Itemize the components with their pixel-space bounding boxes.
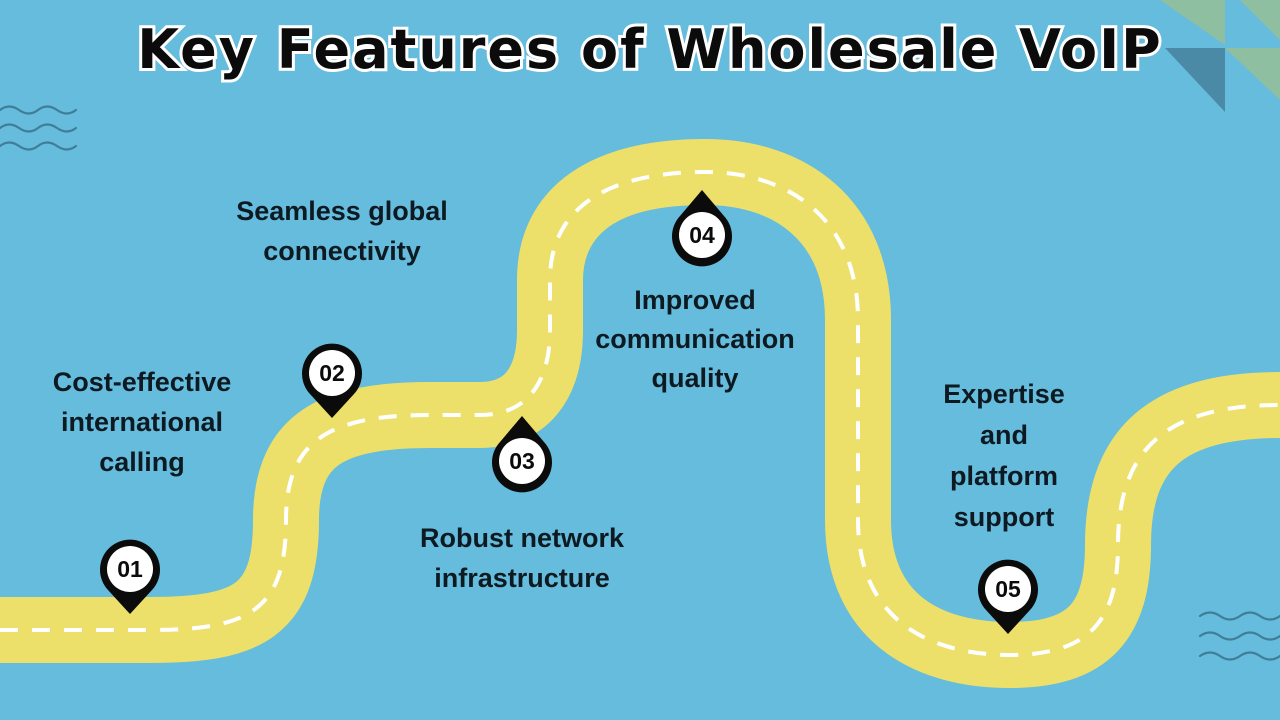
step-1-marker: 01 bbox=[98, 538, 162, 618]
step-2-label: Seamless global connectivity bbox=[236, 196, 448, 266]
step-4-number: 04 bbox=[689, 222, 715, 248]
step-3-marker: 03 bbox=[490, 414, 554, 494]
map-pin-icon bbox=[302, 343, 362, 418]
corner-triangle-green-2 bbox=[1240, 0, 1280, 40]
step-3-number: 03 bbox=[509, 448, 535, 474]
corner-triangle-green-1 bbox=[1160, 0, 1225, 45]
map-pin-icon bbox=[492, 416, 552, 493]
corner-triangle-green-3 bbox=[1225, 48, 1280, 100]
step-5-number: 05 bbox=[995, 576, 1021, 602]
step-4-label: Improved communication quality bbox=[595, 285, 795, 393]
step-2-marker: 02 bbox=[300, 342, 364, 422]
step-5-label: Expertise and platform support bbox=[943, 379, 1065, 532]
map-pin-icon bbox=[978, 559, 1038, 634]
step-3-label: Robust network infrastructure bbox=[419, 523, 624, 593]
step-2-number: 02 bbox=[319, 360, 345, 386]
corner-triangle-dark bbox=[1165, 48, 1225, 112]
step-5-marker: 05 bbox=[976, 558, 1040, 638]
map-pin-icon bbox=[100, 539, 160, 614]
step-1-label: Cost-effective international calling bbox=[52, 367, 232, 477]
page-title: Key Features of Wholesale VoIP bbox=[134, 15, 1164, 84]
road-center-dashes bbox=[0, 169, 1280, 658]
step-4-marker: 04 bbox=[670, 188, 734, 268]
map-pin-icon bbox=[672, 190, 732, 267]
wave-decoration-right bbox=[1198, 611, 1280, 661]
wave-decoration-left bbox=[0, 105, 78, 151]
step-1-number: 01 bbox=[117, 556, 143, 582]
